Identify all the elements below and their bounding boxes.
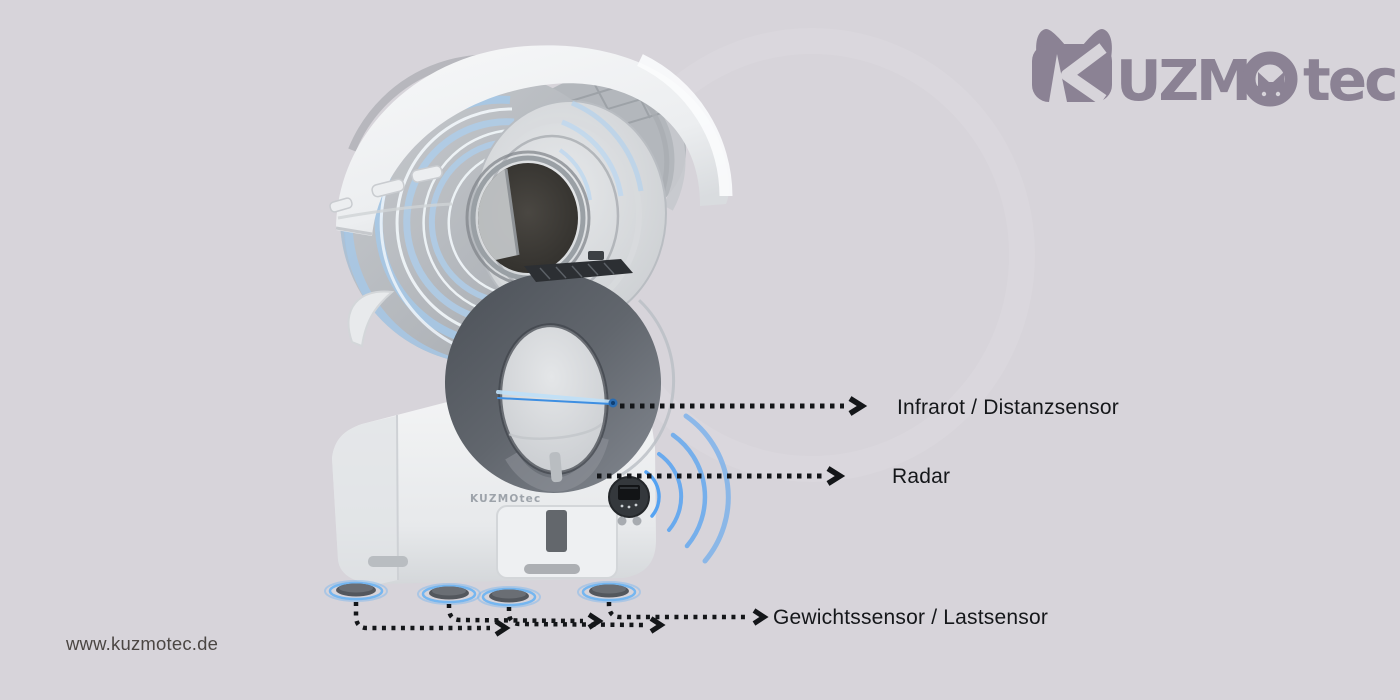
arrowhead-icon xyxy=(494,619,511,637)
brand-label: KUZMOtec xyxy=(470,493,541,505)
drawer-handle xyxy=(546,510,567,552)
foot-3 xyxy=(477,586,541,608)
annotation-label-radar: Radar xyxy=(892,465,950,488)
panel-dot-right xyxy=(632,516,642,526)
step-sensor-rail xyxy=(524,251,633,282)
logo-k-mark xyxy=(1032,29,1112,105)
annotation-label-infrared: Infrarot / Distanzsensor xyxy=(897,396,1119,419)
logo-text-uzm: UZM xyxy=(1116,49,1249,114)
feet xyxy=(324,580,641,608)
panel-dot-left xyxy=(617,516,627,526)
annotations: Infrarot / Distanzsensor Radar Gewichtss… xyxy=(353,396,1119,637)
entry-ring xyxy=(444,273,676,493)
base-rear-hook xyxy=(347,290,395,348)
logo-text-tec: tec xyxy=(1303,46,1395,114)
arrowhead-icon xyxy=(826,466,846,486)
infrared-beam xyxy=(496,390,618,408)
radar-waves xyxy=(644,413,731,564)
foot-2 xyxy=(417,583,481,605)
hood-latch-tabs xyxy=(329,165,443,213)
logo: UZM tec xyxy=(1032,29,1398,114)
annotation-label-weight: Gewichtssensor / Lastsensor xyxy=(773,606,1048,629)
arrowhead-icon xyxy=(649,616,666,634)
hood xyxy=(329,45,733,237)
cat-face-icon xyxy=(1256,72,1284,103)
dotted-arrows-weight xyxy=(353,602,769,637)
dotted-arrow-radar xyxy=(597,466,846,486)
litter-box-illustration: KUZMOtec xyxy=(324,28,1035,608)
dotted-arrow-infrared xyxy=(620,396,868,416)
arrowhead-icon xyxy=(848,396,868,416)
foot-4 xyxy=(577,581,641,603)
side-slot xyxy=(368,556,408,567)
foot-1 xyxy=(324,580,388,602)
arrowhead-icon xyxy=(752,608,769,626)
vent-slot xyxy=(524,564,580,574)
website-url: www.kuzmotec.de xyxy=(65,633,218,654)
